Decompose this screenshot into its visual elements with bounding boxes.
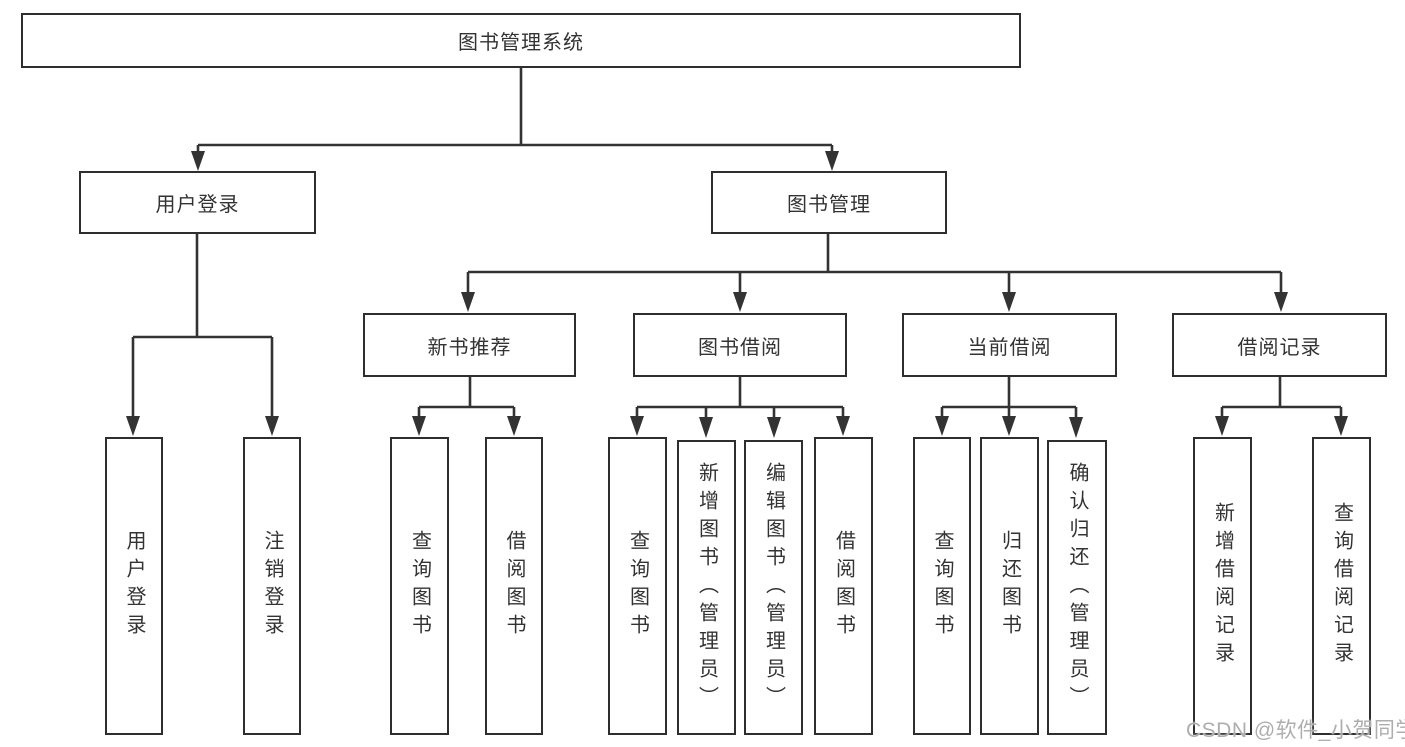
node-leaf-user-login: 用户登录 [105,437,163,735]
node-book-management: 图书管理 [711,171,947,234]
arrow-down-icon [825,151,839,171]
node-leaf-borrow-books: 借阅图书 [814,437,873,735]
arrow-down-icon [1215,416,1229,436]
arrow-down-icon [733,292,747,312]
node-leaf-query-borrow-record: 查询借阅记录 [1312,437,1371,735]
arrow-down-icon [1002,416,1016,436]
arrow-down-icon [191,151,205,171]
node-borrow-record: 借阅记录 [1172,313,1387,377]
node-leaf-current-query-books: 查询图书 [913,437,971,735]
arrow-down-icon [507,416,521,436]
arrow-down-icon [836,416,850,436]
arrow-down-icon [461,292,475,312]
node-new-book-recommend: 新书推荐 [363,313,576,377]
connector-new-book-recommend-to-children [417,376,516,420]
connector-book-borrow-to-children [635,376,845,420]
node-leaf-add-books-admin: 新增图书（管理员） [677,440,736,735]
node-leaf-logout: 注销登录 [243,437,301,735]
node-leaf-recommend-borrow-books: 借阅图书 [485,437,543,735]
connector-root-to-level2 [196,66,834,155]
node-leaf-recommend-query-books: 查询图书 [390,437,449,735]
node-leaf-add-borrow-record: 新增借阅记录 [1193,437,1252,735]
node-leaf-return-books: 归还图书 [980,437,1039,735]
node-leaf-edit-books-admin: 编辑图书（管理员） [744,440,803,735]
arrow-down-icon [412,416,426,436]
node-leaf-borrow-query-books: 查询图书 [608,437,667,735]
arrow-down-icon [1334,416,1348,436]
arrow-down-icon [1002,292,1016,312]
csdn-watermark: CSDN @软件_小贺同学 [1186,719,1405,742]
node-current-borrow: 当前借阅 [902,313,1117,377]
node-root-system: 图书管理系统 [21,13,1021,68]
arrow-down-icon [126,416,140,436]
node-user-login: 用户登录 [79,171,316,234]
arrow-down-icon [1274,292,1288,312]
connector-book-management-to-level3 [466,233,1283,295]
arrow-down-icon [699,417,713,438]
arrow-down-icon [630,416,644,436]
node-leaf-confirm-return-admin: 确认归还（管理员） [1047,440,1107,735]
arrow-down-icon [1069,417,1083,438]
node-book-borrow: 图书借阅 [633,313,847,377]
connector-user-login-to-children [131,233,274,420]
arrow-down-icon [265,416,279,436]
connector-current-borrow-to-children [940,376,1078,420]
connector-borrow-record-to-children [1220,376,1343,420]
arrow-down-icon [767,417,781,438]
arrow-down-icon [935,416,949,436]
